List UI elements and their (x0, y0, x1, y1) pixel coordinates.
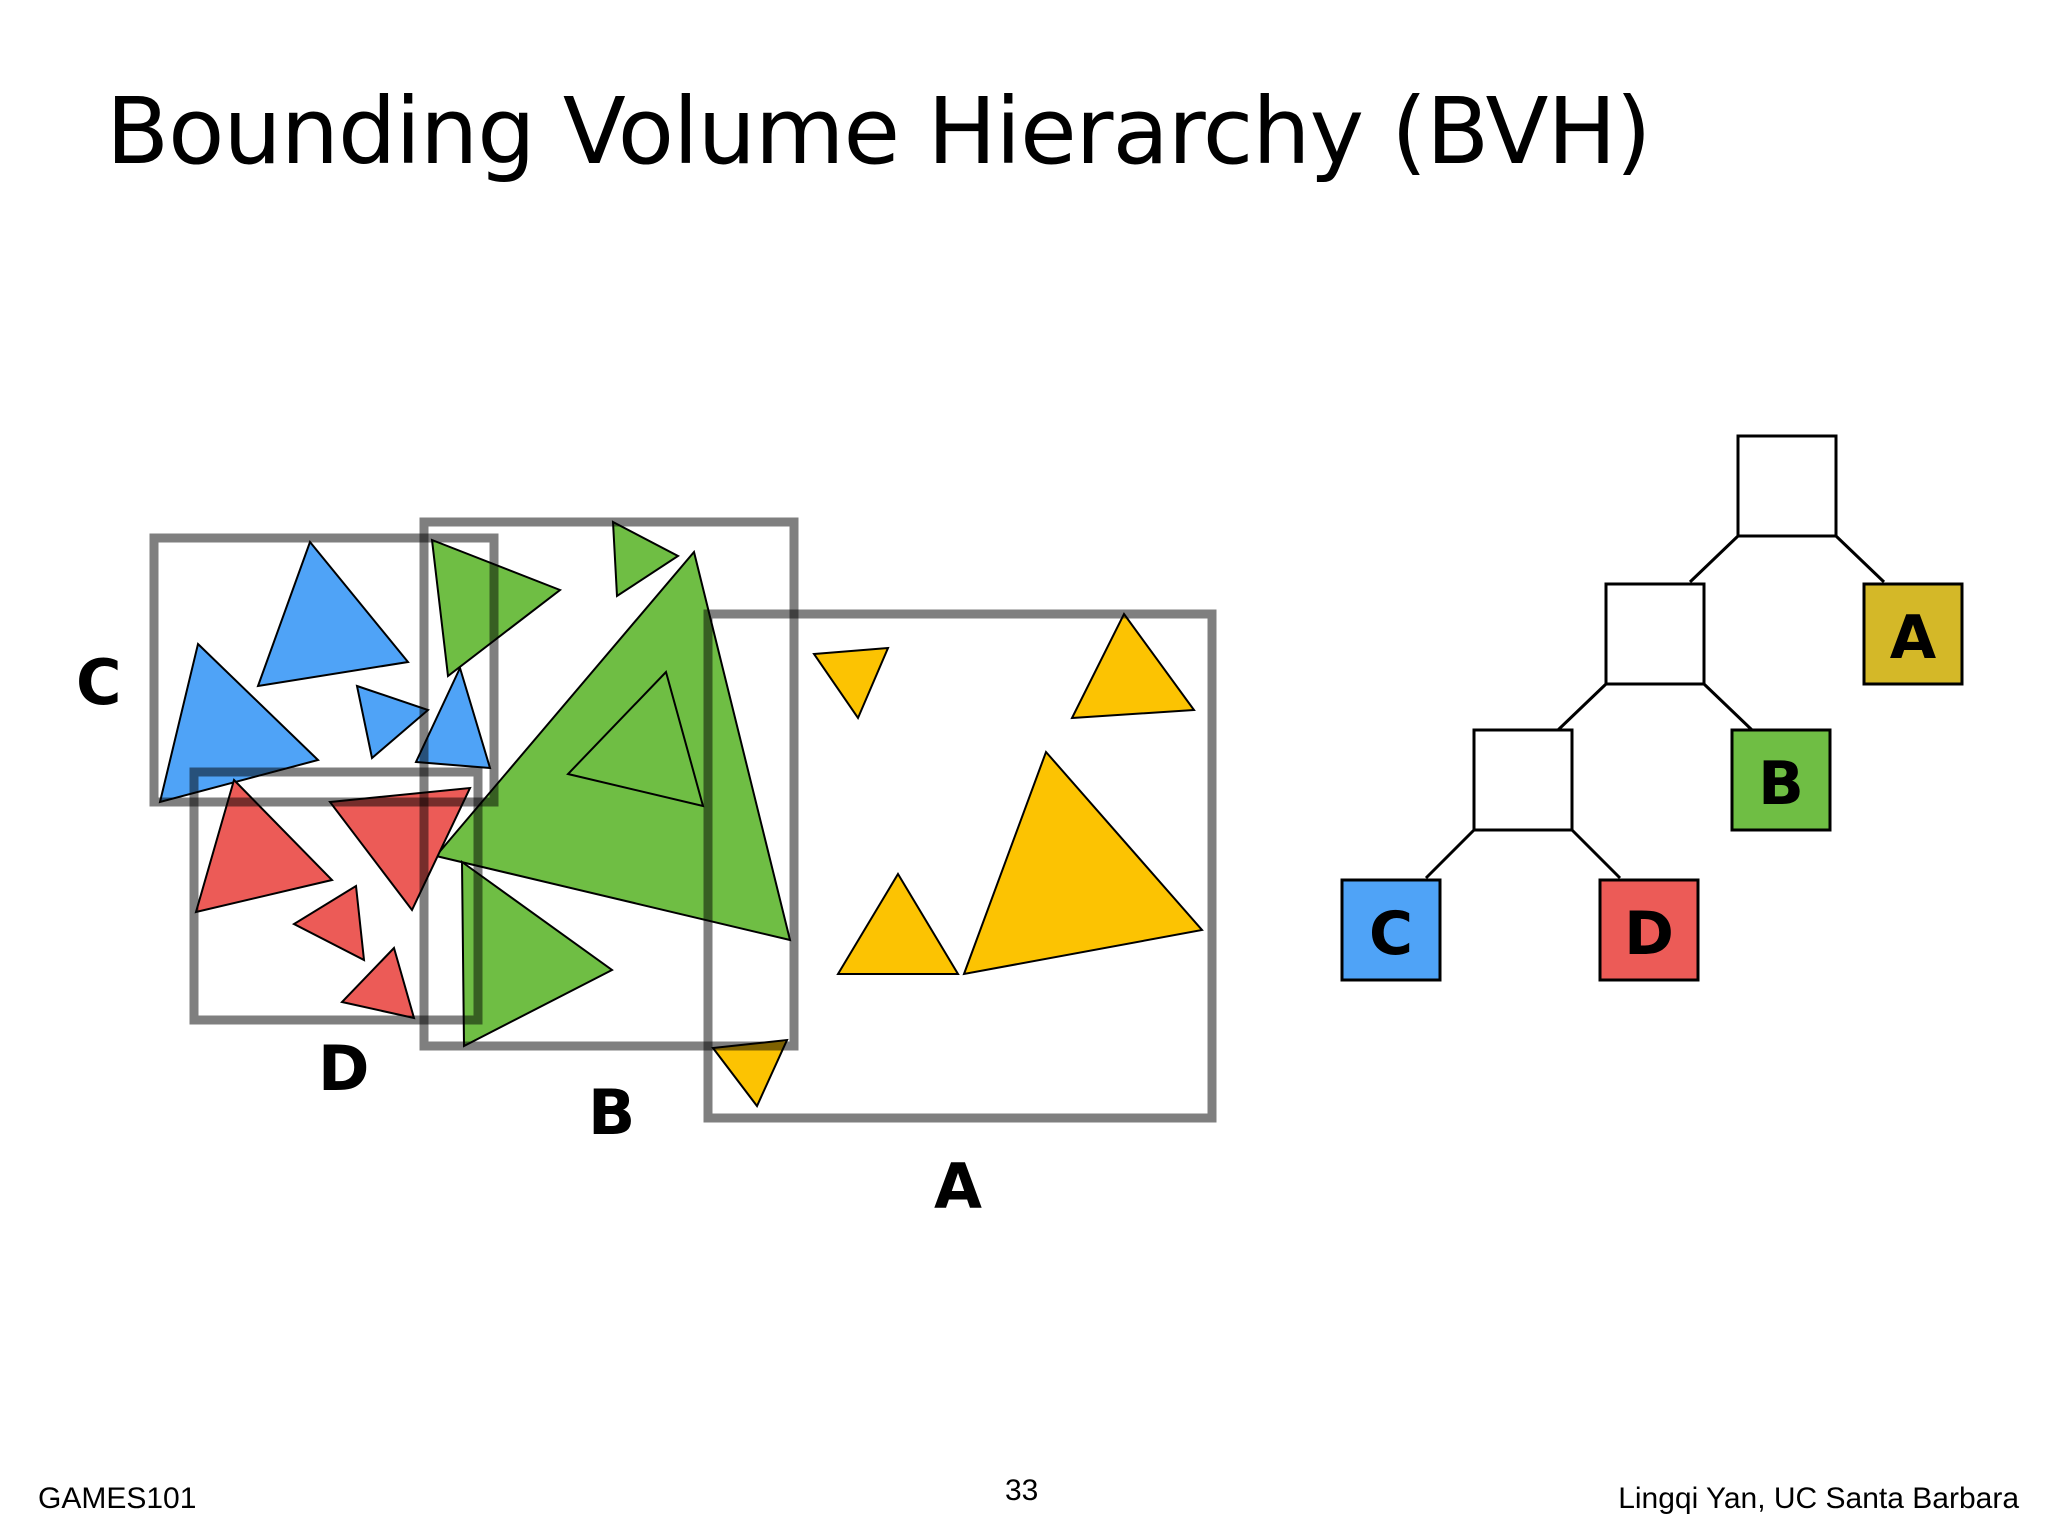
tree-node-c (1340, 878, 1442, 982)
group-d-triangles (194, 778, 472, 1020)
triangle-b4-inner (566, 670, 705, 808)
region-label-a: A (934, 1150, 982, 1223)
bounding-box-b (419, 517, 799, 1051)
triangle-a3 (962, 750, 1204, 976)
edge-inner-bottom (1556, 682, 1608, 732)
triangle-c4 (414, 665, 492, 770)
region-label-b: B (588, 1076, 635, 1149)
tree-node-root (1736, 434, 1838, 538)
bounding-box-d (189, 767, 483, 1025)
tree-node-inner-left (1604, 582, 1706, 686)
triangle-b2 (611, 520, 680, 598)
footer-course: GAMES101 (38, 1482, 197, 1515)
triangle-d3 (291, 884, 366, 962)
triangle-d1 (194, 778, 334, 914)
tree-nodes (1340, 434, 1964, 982)
tree-node-a (1862, 582, 1964, 686)
tree-node-d (1598, 878, 1700, 982)
tree-edges (1424, 534, 1886, 880)
group-c-triangles (158, 540, 492, 804)
triangle-d2 (328, 786, 472, 912)
triangle-a2 (1070, 612, 1196, 720)
footer-page-number: 33 (1005, 1474, 1039, 1507)
edge-inner-b (1702, 682, 1754, 732)
triangle-c2 (158, 642, 320, 804)
edge-bottom-d (1570, 828, 1622, 880)
footer-author: Lingqi Yan, UC Santa Barbara (1618, 1482, 2019, 1515)
region-label-d: D (318, 1032, 369, 1105)
bounding-boxes (149, 517, 1217, 1123)
region-label-c: C (76, 646, 122, 719)
tree-node-b-label: B (1758, 749, 1804, 819)
triangle-a1 (812, 646, 890, 721)
tree-node-b (1730, 728, 1832, 832)
tree-node-c-label: C (1369, 899, 1413, 969)
triangle-d4 (340, 946, 416, 1020)
triangle-c3 (355, 684, 430, 760)
triangle-b5 (460, 860, 614, 1048)
group-a-triangles (711, 612, 1204, 1108)
edge-bottom-c (1424, 828, 1476, 880)
edge-root-left (1688, 534, 1740, 584)
slide-title: Bounding Volume Hierarchy (BVH) (106, 78, 1651, 185)
edge-root-a (1834, 534, 1886, 584)
group-b-triangles (430, 520, 792, 1048)
tree-node-a-label: A (1890, 603, 1937, 673)
bounding-box-a (703, 609, 1217, 1123)
tree-node-d-label: D (1624, 899, 1674, 969)
triangle-c1 (256, 540, 410, 688)
tree-node-inner-bottom (1472, 728, 1574, 832)
bounding-box-c (149, 533, 499, 807)
triangle-a4 (836, 872, 960, 975)
